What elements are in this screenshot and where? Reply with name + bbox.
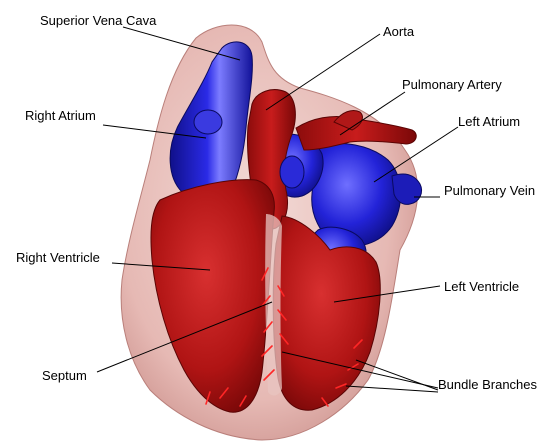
label-left-atrium: Left Atrium (458, 114, 520, 129)
label-septum: Septum (42, 368, 87, 383)
label-pulmonary-artery: Pulmonary Artery (402, 77, 502, 92)
label-left-ventricle: Left Ventricle (444, 279, 519, 294)
label-right-ventricle: Right Ventricle (16, 250, 100, 265)
right-atrium-chamber (194, 110, 222, 134)
label-aorta: Aorta (383, 24, 414, 39)
label-right-atrium: Right Atrium (25, 108, 96, 123)
label-superior-vena-cava: Superior Vena Cava (40, 13, 156, 28)
label-pulmonary-vein: Pulmonary Vein (444, 183, 535, 198)
aortic-opening (280, 156, 304, 188)
septum-shape (265, 214, 282, 395)
label-bundle-branches: Bundle Branches (438, 377, 537, 392)
